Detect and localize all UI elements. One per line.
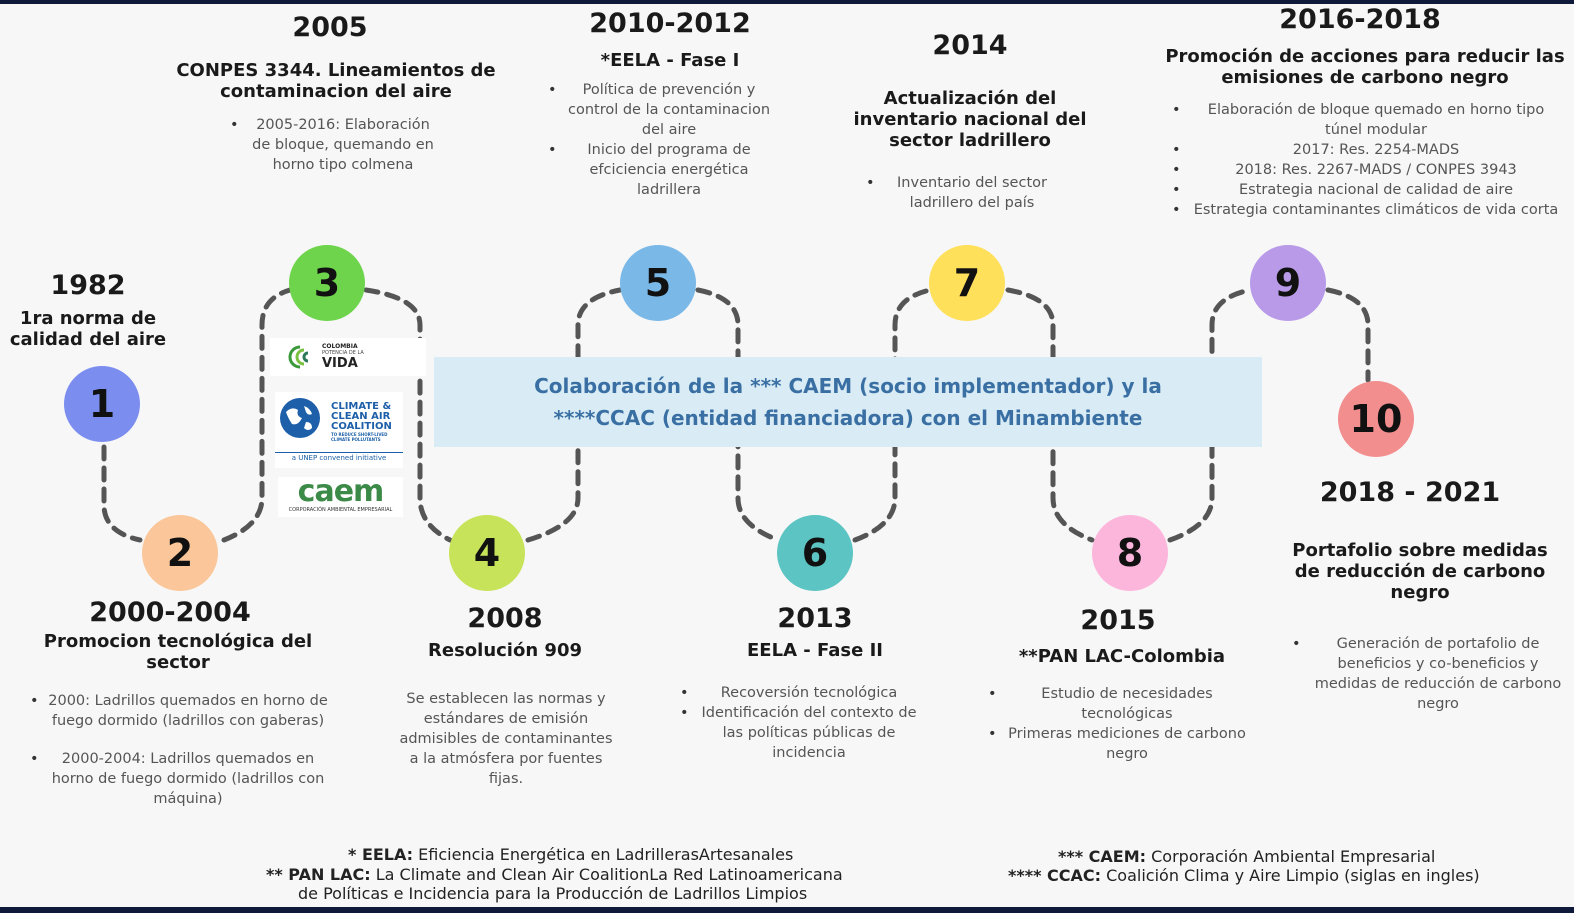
footnote-panlac: ** PAN LAC: La Climate and Clean Air Coa… — [266, 865, 843, 884]
milestone-5-item: Política de prevención y control de la c… — [548, 80, 774, 140]
footnote-panlac-continued: de Políticas e Incidencia para la Produc… — [298, 884, 808, 903]
colombia-logo-big: VIDA — [322, 356, 358, 371]
milestone-2-item: 2000-2004: Ladrillos quemados en horno d… — [30, 749, 330, 809]
milestone-7-circle: 7 — [929, 245, 1005, 321]
ccac-logo-line3: COALITION — [331, 421, 392, 432]
milestone-3-title: CONPES 3344. Lineamientos de contaminaci… — [176, 60, 496, 102]
milestone-7-year: 2014 — [932, 30, 1008, 61]
globe-icon — [280, 398, 320, 438]
colombia-logo-small2: POTENCIA DE LA — [322, 350, 364, 356]
milestone-6-item: Recoversión tecnológica — [680, 683, 922, 703]
milestone-5-circle: 5 — [620, 245, 696, 321]
milestone-1-circle: 1 — [64, 366, 140, 442]
milestone-4-circle: 4 — [449, 515, 525, 591]
milestone-9-item: 2018: Res. 2267-MADS / CONPES 3943 — [1172, 160, 1564, 180]
milestone-9-item: 2017: Res. 2254-MADS — [1172, 140, 1564, 160]
milestone-6-description: Recoversión tecnológica Identificación d… — [680, 683, 922, 763]
milestone-9-year: 2016-2018 — [1279, 4, 1441, 35]
milestone-3-item: 2005-2016: Elaboración de bloque, queman… — [230, 115, 440, 175]
milestone-10-circle: 10 — [1338, 381, 1414, 457]
milestone-9-circle: 9 — [1250, 245, 1326, 321]
milestone-3-circle: 3 — [289, 245, 365, 321]
milestone-8-item: Primeras mediciones de carbono negro — [988, 724, 1250, 764]
milestone-9-description: Elaboración de bloque quemado en horno t… — [1172, 100, 1564, 220]
milestone-10-year: 2018 - 2021 — [1319, 477, 1501, 508]
milestone-8-circle: 8 — [1092, 515, 1168, 591]
milestone-2-circle: 2 — [142, 515, 218, 591]
milestone-6-item: Identificación del contexto de las polít… — [680, 703, 922, 763]
footnote-ccac-value: Coalición Clima y Aire Limpio (siglas en… — [1101, 866, 1480, 885]
milestone-9-title: Promoción de acciones para reducir las e… — [1165, 46, 1565, 88]
caem-logo-word: caem — [297, 474, 385, 509]
collaboration-line-1: Colaboración de la *** CAEM (socio imple… — [534, 374, 1162, 398]
milestone-1-year: 1982 — [50, 270, 126, 301]
milestone-5-description: Política de prevención y control de la c… — [548, 80, 774, 200]
footnote-ccac: **** CCAC: Coalición Clima y Aire Limpio… — [1008, 866, 1480, 885]
milestone-7-item: Inventario del sector ladrillero del paí… — [866, 173, 1062, 213]
milestone-8-item: Estudio de necesidades tecnológicas — [988, 684, 1250, 724]
milestone-4-year: 2008 — [467, 603, 543, 634]
top-border — [0, 0, 1574, 4]
ccac-logo-line2: CLEAN AIR — [331, 411, 391, 422]
ccac-logo-line5: CLIMATE POLLUTANTS — [331, 437, 381, 442]
footnote-panlac-value: La Climate and Clean Air CoalitionLa Red… — [370, 865, 843, 884]
ccac-logo-line1: CLIMATE & — [331, 401, 392, 412]
milestone-3-year: 2005 — [292, 12, 368, 43]
footnote-eela-value: Eficiencia Energética en LadrillerasArte… — [413, 845, 794, 864]
footnote-eela: * EELA: Eficiencia Energética en Ladrill… — [348, 845, 793, 864]
footnote-caem-key: *** CAEM: — [1058, 847, 1147, 866]
bottom-border — [0, 907, 1574, 913]
milestone-5-title: *EELA - Fase I — [600, 50, 740, 71]
footnote-panlac-key: ** PAN LAC: — [266, 865, 371, 884]
footnote-ccac-key: **** CCAC: — [1008, 866, 1102, 885]
milestone-4-description: Se establecen las normas y estándares de… — [399, 691, 613, 787]
milestone-10-item: Generación de portafolio de beneficios y… — [1292, 634, 1568, 714]
milestone-6-year: 2013 — [777, 603, 853, 634]
milestone-2-description: 2000: Ladrillos quemados en horno de fue… — [30, 691, 330, 809]
milestone-5-item: Inicio del programa de efciciencia energ… — [548, 140, 774, 200]
footnote-caem: *** CAEM: Corporación Ambiental Empresar… — [1058, 847, 1435, 866]
colombia-logo-mark — [288, 345, 309, 369]
milestone-3-description: 2005-2016: Elaboración de bloque, queman… — [230, 115, 440, 175]
milestone-9-item: Estrategia nacional de calidad de aire — [1172, 180, 1564, 200]
milestone-8-description: Estudio de necesidades tecnológicas Prim… — [988, 684, 1250, 764]
milestone-1-title: 1ra norma de calidad del aire — [9, 308, 167, 350]
milestone-8-title: **PAN LAC-Colombia — [1018, 646, 1226, 667]
milestone-4-title: Resolución 909 — [428, 640, 582, 661]
milestone-7-title: Actualización del inventario nacional de… — [853, 88, 1087, 151]
caem-logo-subtitle: CORPORACIÓN AMBIENTAL EMPRESARIAL — [288, 507, 393, 513]
colombia-potencia-de-la-vida-logo: COLOMBIA POTENCIA DE LA VIDA — [270, 338, 426, 376]
ccac-unep-tagline: a UNEP convened initiative — [291, 454, 387, 462]
milestone-5-year: 2010-2012 — [589, 8, 751, 39]
milestone-6-circle: 6 — [777, 515, 853, 591]
ccac-logo: CLIMATE & CLEAN AIR COALITION TO REDUCE … — [275, 392, 403, 468]
caem-logo: caem CORPORACIÓN AMBIENTAL EMPRESARIAL — [278, 477, 403, 517]
footnote-eela-key: * EELA: — [348, 845, 414, 864]
footnote-caem-value: Corporación Ambiental Empresarial — [1146, 847, 1436, 866]
collaboration-banner: Colaboración de la *** CAEM (socio imple… — [434, 357, 1262, 447]
colombia-logo-small1: COLOMBIA — [322, 343, 358, 350]
milestone-8-year: 2015 — [1080, 605, 1156, 636]
milestone-7-description: Inventario del sector ladrillero del paí… — [866, 173, 1062, 213]
collaboration-line-2: ****CCAC (entidad financiadora) con el M… — [553, 406, 1143, 430]
milestone-6-title: EELA - Fase II — [747, 640, 883, 661]
milestone-9-item: Estrategia contaminantes climáticos de v… — [1172, 200, 1564, 220]
milestone-9-item: Elaboración de bloque quemado en horno t… — [1172, 100, 1564, 140]
milestone-2-item: 2000: Ladrillos quemados en horno de fue… — [30, 691, 330, 731]
milestone-10-description: Generación de portafolio de beneficios y… — [1292, 634, 1568, 714]
milestone-10-title: Portafolio sobre medidas de reducción de… — [1292, 540, 1548, 603]
milestone-2-title: Promocion tecnológica del sector — [43, 631, 313, 673]
milestone-2-year: 2000-2004 — [89, 597, 251, 628]
ccac-logo-line4: TO REDUCE SHORT-LIVED — [331, 432, 388, 437]
